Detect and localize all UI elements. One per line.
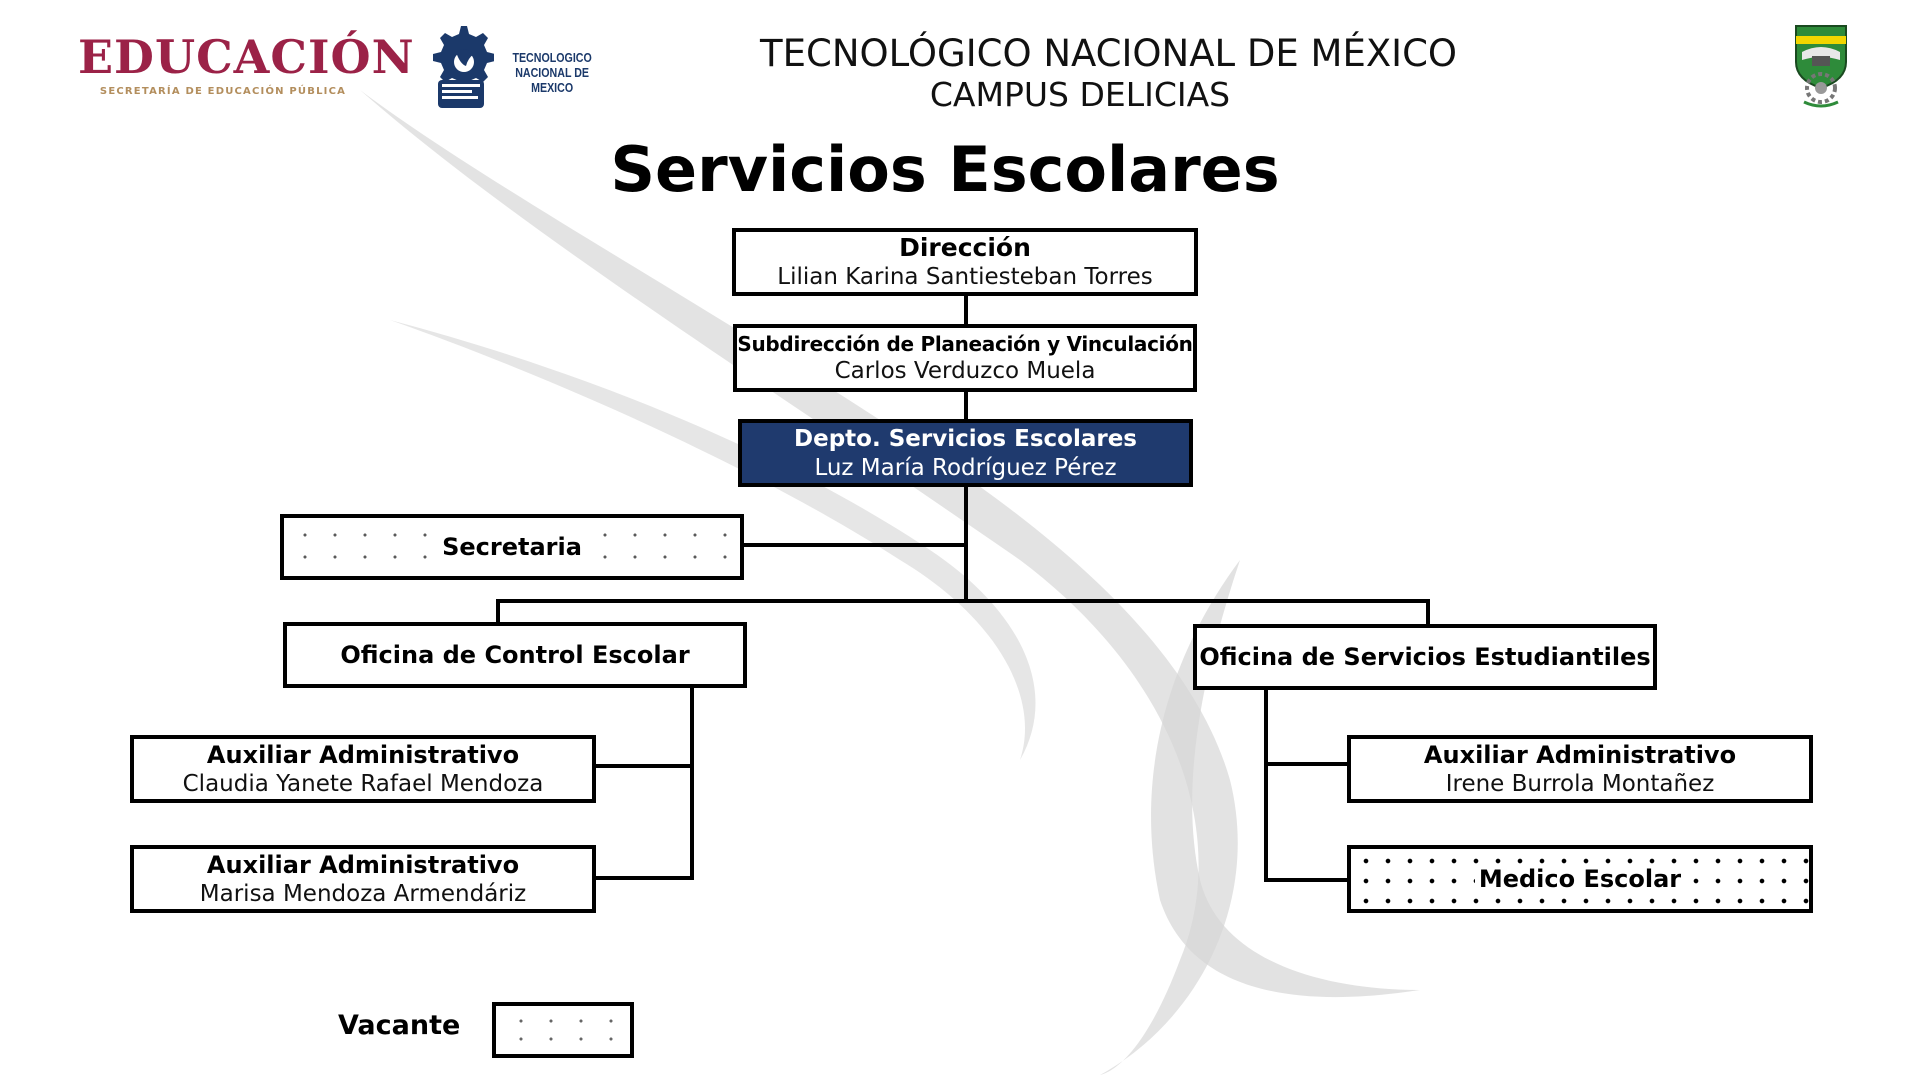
institution-name: TECNOLÓGICO NACIONAL DE MÉXICO (760, 32, 1458, 75)
campus-name: CAMPUS DELICIAS (929, 75, 1231, 114)
node-medico-escolar-vacante: Medico Escolar (1347, 845, 1813, 913)
node-control-escolar-role: Oficina de Control Escolar (340, 641, 690, 669)
node-subdireccion-person: Carlos Verduzco Muela (834, 357, 1096, 384)
connector-depto-trunk (964, 487, 968, 603)
node-aux-claudia-person: Claudia Yanete Rafael Mendoza (182, 770, 544, 797)
connector-subdireccion-depto (964, 392, 968, 422)
node-secretaria-role: Secretaria (438, 532, 586, 562)
connector-control-escolar (496, 599, 500, 623)
connector-left-vertical (690, 688, 694, 880)
node-aux-claudia-role: Auxiliar Administrativo (206, 740, 520, 769)
sep-logo: EDUCACIÓN SECRETARÍA DE EDUCACIÓN PÚBLIC… (78, 30, 415, 104)
node-aux-marisa-role: Auxiliar Administrativo (206, 850, 520, 879)
node-depto-role: Depto. Servicios Escolares (794, 425, 1137, 452)
connector-aux-marisa (594, 876, 694, 880)
connector-horizontal-branch (496, 599, 1430, 603)
sep-logo-title: EDUCACIÓN (78, 30, 415, 84)
node-subdireccion-role: Subdirección de Planeación y Vinculación (737, 331, 1193, 356)
page-title: Servicios Escolares (610, 133, 1280, 206)
legend-vacante-swatch (492, 1002, 634, 1058)
node-depto-servicios-escolares: Depto. Servicios Escolares Luz María Rod… (738, 419, 1193, 487)
connector-right-vertical (1264, 690, 1268, 882)
tecnm-logo-line1: TECNOLOGICO (512, 50, 592, 65)
node-subdireccion: Subdirección de Planeación y Vinculación… (733, 324, 1197, 392)
node-depto-person: Luz María Rodríguez Pérez (814, 454, 1117, 481)
campus-crest-icon (1795, 25, 1847, 108)
connector-servicios-estudiantiles (1426, 599, 1430, 625)
tecnm-gear-icon (433, 26, 495, 108)
node-aux-claudia: Auxiliar Administrativo Claudia Yanete R… (130, 735, 596, 803)
node-servicios-estudiantiles-role: Oficina de Servicios Estudiantiles (1199, 643, 1651, 671)
connector-aux-claudia (594, 764, 694, 768)
node-medico-role: Medico Escolar (1474, 864, 1686, 894)
node-control-escolar: Oficina de Control Escolar (283, 622, 747, 688)
sep-logo-subtitle: SECRETARÍA DE EDUCACIÓN PÚBLICA (99, 86, 347, 97)
node-aux-marisa: Auxiliar Administrativo Marisa Mendoza A… (130, 845, 596, 913)
node-direccion-person: Lilian Karina Santiesteban Torres (777, 263, 1153, 290)
connector-secretaria (742, 543, 966, 547)
node-servicios-estudiantiles: Oficina de Servicios Estudiantiles (1193, 624, 1657, 690)
connector-direccion-subdireccion (964, 296, 968, 324)
node-aux-marisa-person: Marisa Mendoza Armendáriz (199, 880, 527, 907)
connector-medico (1264, 878, 1350, 882)
node-aux-irene: Auxiliar Administrativo Irene Burrola Mo… (1347, 735, 1813, 803)
legend-vacante-label: Vacante (338, 1010, 461, 1041)
connector-aux-irene (1264, 762, 1350, 766)
node-direccion: Dirección Lilian Karina Santiesteban Tor… (732, 228, 1198, 296)
tecnm-logo: TECNOLOGICO NACIONAL DE MEXICO (428, 22, 628, 112)
node-secretaria-vacante: Secretaria (280, 514, 744, 580)
node-aux-irene-role: Auxiliar Administrativo (1423, 740, 1737, 769)
node-direccion-role: Dirección (899, 232, 1031, 262)
tecnm-logo-line2: NACIONAL DE MEXICO (515, 65, 590, 95)
node-aux-irene-person: Irene Burrola Montañez (1445, 770, 1715, 797)
